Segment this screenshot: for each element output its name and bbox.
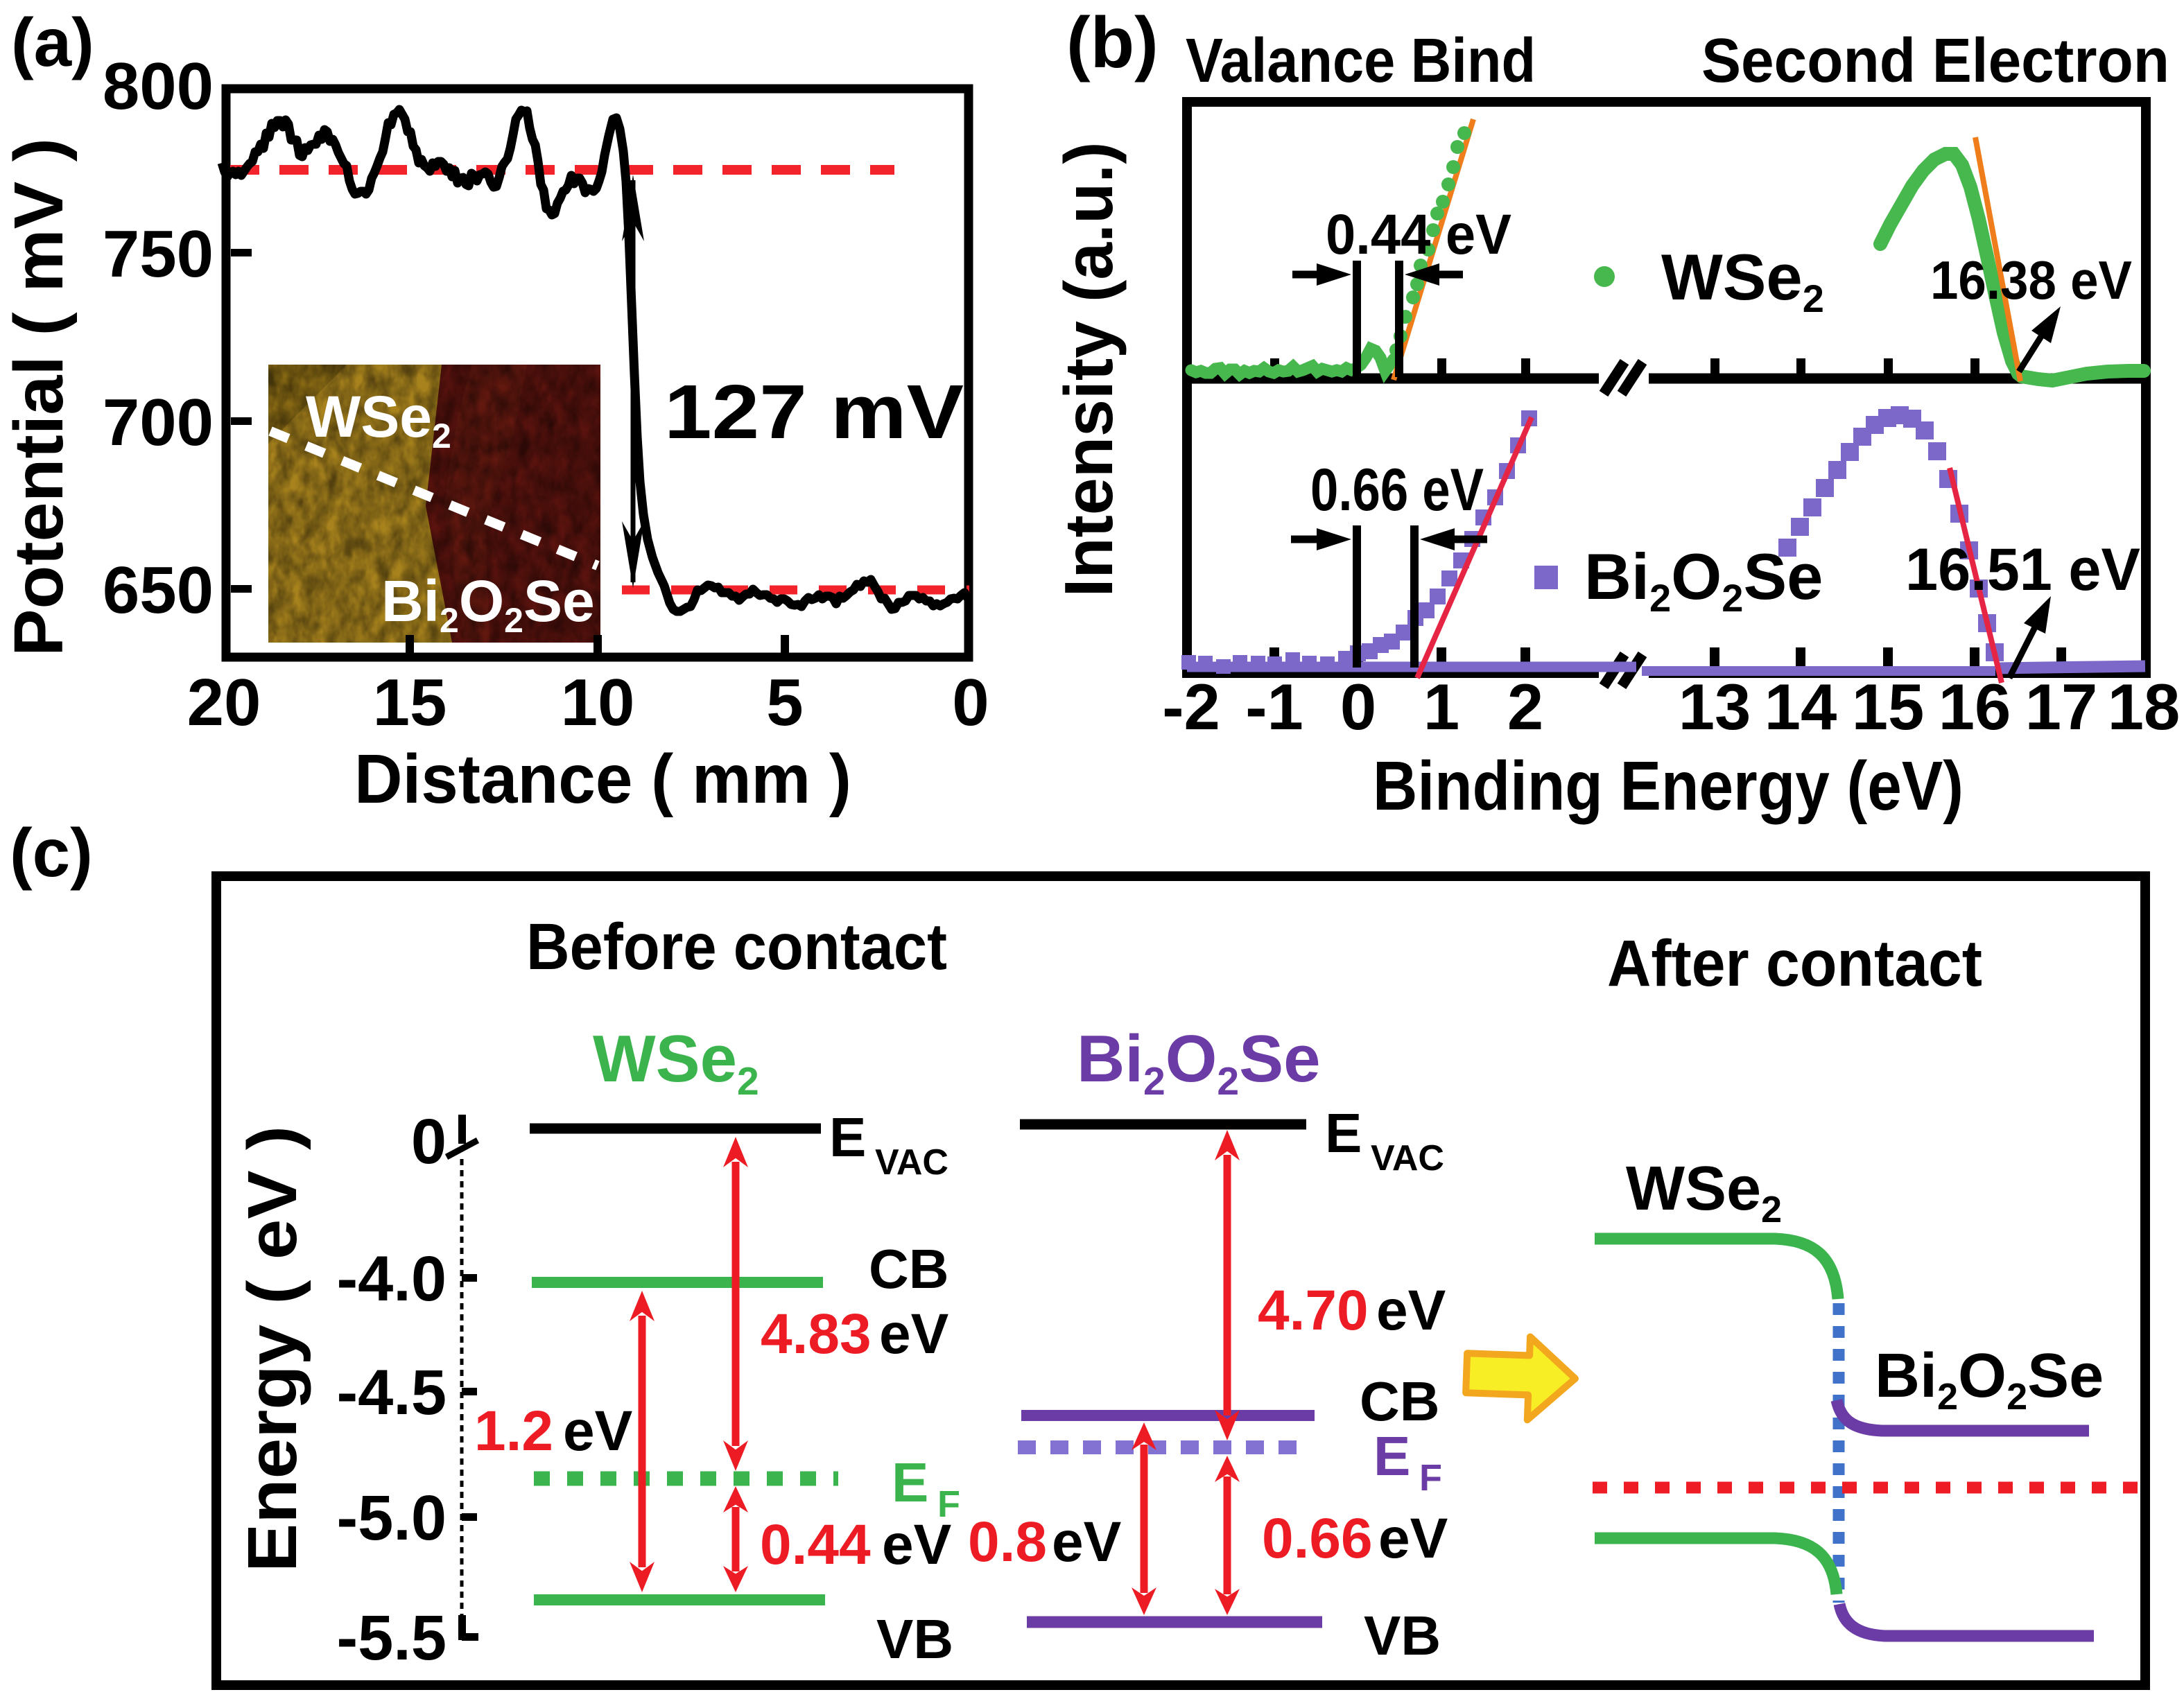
svg-text:18: 18 (2108, 670, 2181, 743)
svg-text:WSe2​: WSe2​ (1661, 241, 1824, 320)
svg-text:127 mV: 127 mV (664, 369, 964, 455)
svg-text:VB: VB (876, 1608, 953, 1670)
svg-text:(b): (b) (1066, 3, 1159, 83)
svg-text:After contact: After contact (1607, 927, 1982, 1000)
svg-text:Second Electron: Second Electron (1701, 26, 2169, 96)
svg-text:WSe2​: WSe2​ (1626, 1154, 1782, 1230)
svg-text:15: 15 (1852, 670, 1925, 743)
svg-text:10: 10 (561, 665, 635, 740)
svg-text:-4.5: -4.5 (336, 1357, 447, 1428)
svg-text:16.38 eV: 16.38 eV (1930, 250, 2132, 311)
svg-text:700: 700 (103, 385, 214, 460)
svg-text:650: 650 (103, 553, 214, 627)
svg-text:Distance ( mm ): Distance ( mm ) (354, 740, 851, 818)
svg-text:eV: eV (1052, 1510, 1122, 1574)
svg-text:2: 2 (1507, 670, 1543, 743)
svg-text:eV: eV (1378, 1507, 1448, 1570)
svg-text:-2: -2 (1162, 670, 1220, 743)
svg-text:Bi2​O2​Se: Bi2​O2​Se (1077, 1022, 1321, 1104)
svg-text:0.44 eV: 0.44 eV (1326, 203, 1511, 266)
svg-text:CB: CB (869, 1238, 949, 1300)
svg-text:1: 1 (1423, 670, 1459, 743)
svg-text:eV: eV (882, 1513, 952, 1576)
svg-text:F: F (1419, 1457, 1442, 1499)
svg-text:17: 17 (2025, 670, 2098, 743)
svg-text:800: 800 (103, 49, 214, 123)
svg-text:Bi2​O2​Se: Bi2​O2​Se (1584, 540, 1823, 620)
svg-text:VB: VB (1364, 1605, 1441, 1666)
svg-text:eV: eV (1376, 1279, 1446, 1342)
svg-text:0.66: 0.66 (1262, 1507, 1373, 1570)
svg-text:-4.0: -4.0 (336, 1244, 447, 1314)
svg-text:VAC: VAC (875, 1142, 948, 1183)
svg-text:0: 0 (952, 665, 989, 740)
svg-text:750: 750 (103, 217, 214, 291)
svg-text:20: 20 (187, 665, 261, 740)
svg-text:13: 13 (1679, 670, 1751, 743)
svg-text:E: E (892, 1452, 928, 1513)
svg-text:0: 0 (1340, 670, 1376, 743)
svg-text:Potential ( mV ): Potential ( mV ) (0, 138, 78, 656)
svg-text:16.51 eV: 16.51 eV (1905, 537, 2140, 603)
svg-text:eV: eV (563, 1400, 633, 1463)
svg-text:Intensity (a.u.): Intensity (a.u.) (1050, 142, 1127, 598)
svg-text:-5.0: -5.0 (336, 1483, 447, 1553)
svg-text:Binding Energy (eV): Binding Energy (eV) (1373, 747, 1964, 825)
svg-text:VAC: VAC (1371, 1138, 1444, 1178)
svg-text:CB: CB (1360, 1370, 1440, 1432)
svg-text:E: E (829, 1106, 866, 1168)
svg-text:WSe2​: WSe2​ (593, 1022, 759, 1104)
svg-text:-5.5: -5.5 (336, 1603, 447, 1673)
svg-text:E: E (1373, 1425, 1410, 1487)
svg-text:Valance Bind: Valance Bind (1186, 26, 1536, 96)
svg-text:(c): (c) (10, 814, 93, 891)
svg-text:E: E (1325, 1102, 1362, 1164)
svg-text:F: F (937, 1483, 960, 1525)
svg-text:0.44: 0.44 (760, 1513, 871, 1576)
svg-text:eV: eV (879, 1302, 949, 1366)
svg-text:Bi2​O2​Se: Bi2​O2​Se (381, 568, 595, 640)
svg-text:1.2: 1.2 (474, 1400, 553, 1463)
svg-text:15: 15 (373, 665, 447, 740)
svg-text:-1: -1 (1245, 670, 1303, 743)
svg-text:Before contact: Before contact (526, 910, 947, 984)
svg-text:4.70: 4.70 (1258, 1279, 1369, 1342)
svg-text:(a): (a) (11, 4, 94, 80)
svg-text:0: 0 (411, 1106, 447, 1177)
svg-text:Energy ( eV ): Energy ( eV ) (234, 1126, 311, 1572)
svg-text:0.66 eV: 0.66 eV (1310, 457, 1484, 523)
svg-text:Bi2​O2​Se: Bi2​O2​Se (1875, 1341, 2104, 1418)
svg-text:5: 5 (766, 665, 803, 740)
svg-text:4.83: 4.83 (761, 1302, 872, 1366)
svg-text:0.8: 0.8 (968, 1510, 1047, 1574)
svg-text:14: 14 (1765, 670, 1837, 743)
svg-text:WSe2​: WSe2​ (306, 384, 451, 455)
